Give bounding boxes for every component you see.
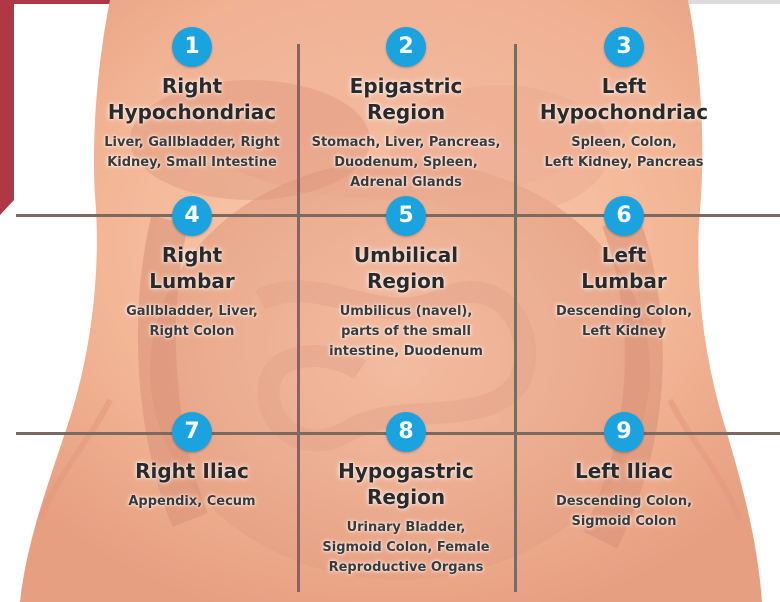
region-number-badge: 6 [604,196,644,236]
region-number-badge: 9 [604,412,644,452]
region-left-lumbar: 6 Left Lumbar Descending Colon, Left Kid… [524,196,724,342]
region-title: Left Lumbar [524,242,724,294]
region-left-hypochondriac: 3 Left Hypochondriac Spleen, Colon, Left… [524,27,724,173]
region-organs: Urinary Bladder, Sigmoid Colon, Female R… [306,518,506,578]
region-organs: Descending Colon, Sigmoid Colon [524,492,724,532]
region-number-badge: 5 [386,196,426,236]
region-organs: Umbilicus (navel), parts of the small in… [306,302,506,362]
region-epigastric: 2 Epigastric Region Stomach, Liver, Panc… [306,27,506,193]
region-organs: Appendix, Cecum [92,492,292,512]
region-organs: Gallbladder, Liver, Right Colon [92,302,292,342]
region-organs: Descending Colon, Left Kidney [524,302,724,342]
region-title: Left Iliac [524,458,724,484]
grid-line-vertical-left [297,44,300,592]
region-number-badge: 1 [172,27,212,67]
region-title: Epigastric Region [306,73,506,125]
region-umbilical: 5 Umbilical Region Umbilicus (navel), pa… [306,196,506,362]
region-number-badge: 7 [172,412,212,452]
region-title: Right Hypochondriac [92,73,292,125]
region-title: Umbilical Region [306,242,506,294]
grid-line-vertical-right [514,44,517,592]
region-title: Right Iliac [92,458,292,484]
region-organs: Stomach, Liver, Pancreas, Duodenum, Sple… [306,133,506,193]
region-organs: Liver, Gallbladder, Right Kidney, Small … [92,133,292,173]
region-title: Right Lumbar [92,242,292,294]
region-right-iliac: 7 Right Iliac Appendix, Cecum [92,412,292,512]
region-title: Hypogastric Region [306,458,506,510]
region-left-iliac: 9 Left Iliac Descending Colon, Sigmoid C… [524,412,724,532]
region-right-lumbar: 4 Right Lumbar Gallbladder, Liver, Right… [92,196,292,342]
region-number-badge: 8 [386,412,426,452]
region-title: Left Hypochondriac [524,73,724,125]
region-hypogastric: 8 Hypogastric Region Urinary Bladder, Si… [306,412,506,578]
region-number-badge: 3 [604,27,644,67]
region-number-badge: 4 [172,196,212,236]
region-number-badge: 2 [386,27,426,67]
region-organs: Spleen, Colon, Left Kidney, Pancreas [524,133,724,173]
region-right-hypochondriac: 1 Right Hypochondriac Liver, Gallbladder… [92,27,292,173]
